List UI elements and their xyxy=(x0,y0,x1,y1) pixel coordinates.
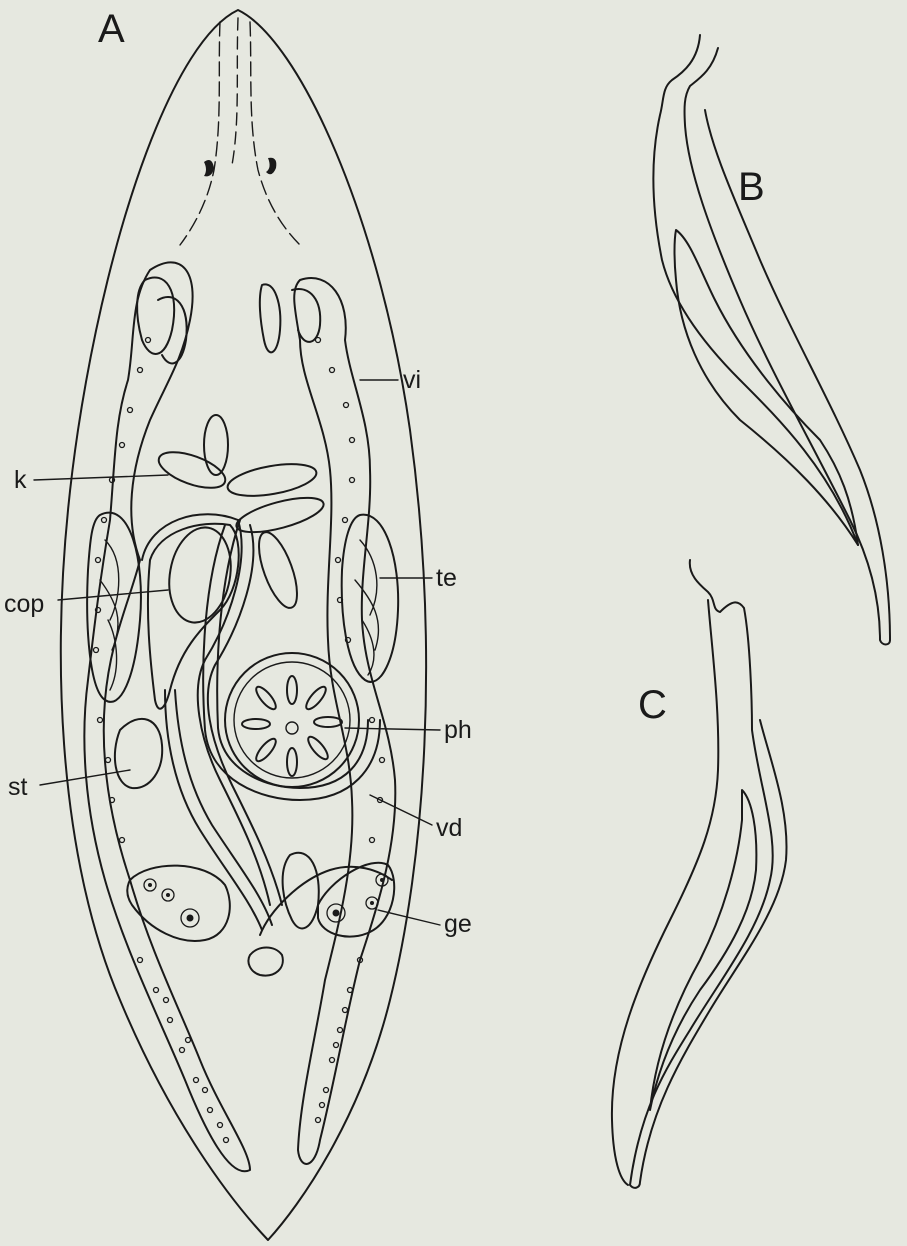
pharynx xyxy=(225,653,359,787)
panel-label-b: B xyxy=(738,165,765,209)
label-cop: cop xyxy=(4,590,44,618)
panel-b-drawing xyxy=(653,35,890,645)
label-vi: vi xyxy=(403,366,421,394)
panel-c-drawing xyxy=(612,560,787,1188)
stippled-body-center xyxy=(283,853,319,929)
panel-label-c: C xyxy=(638,683,667,727)
copulatory-organ xyxy=(148,524,239,709)
label-te: te xyxy=(436,564,457,592)
testis-left xyxy=(87,513,141,702)
stippled-body-left xyxy=(115,719,162,788)
panel-label-a: A xyxy=(98,7,125,51)
label-k: k xyxy=(14,466,27,494)
label-vd: vd xyxy=(436,814,462,842)
label-ge: ge xyxy=(444,910,472,938)
label-ph: ph xyxy=(444,716,472,744)
panel-a-drawing xyxy=(61,10,426,1240)
testis-right xyxy=(342,515,398,682)
right-eye xyxy=(266,158,276,175)
germarium-left xyxy=(127,866,230,941)
label-st: st xyxy=(8,773,28,801)
body-outline xyxy=(61,10,426,1240)
